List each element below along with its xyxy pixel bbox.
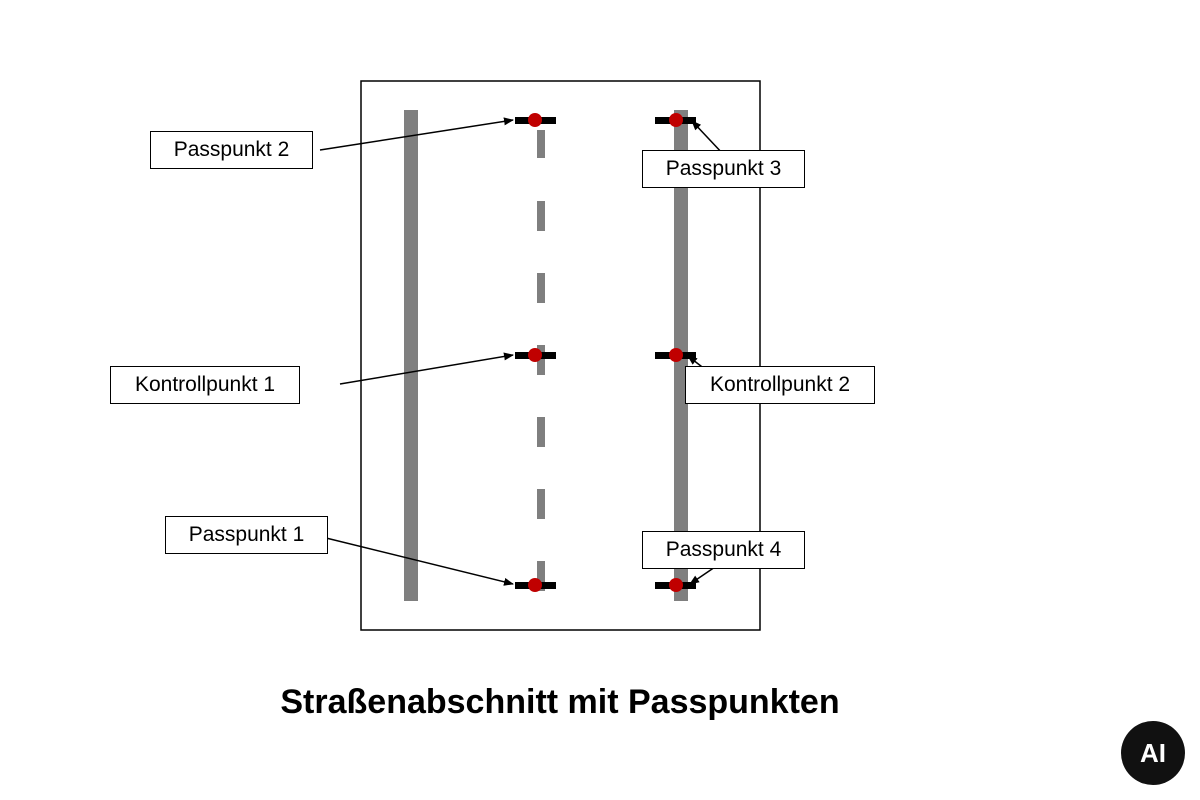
- left-edge-line: [404, 110, 418, 601]
- label-kontrollpunkt-2: Kontrollpunkt 2: [685, 366, 875, 404]
- point-passpunkt-4: [669, 578, 683, 592]
- point-kontrollpunkt-1: [528, 348, 542, 362]
- label-passpunkt-2: Passpunkt 2: [150, 131, 313, 169]
- diagram-title: Straßenabschnitt mit Passpunkten: [280, 683, 840, 721]
- label-passpunkt-1: Passpunkt 1: [165, 516, 328, 554]
- control-points: [528, 113, 683, 592]
- center-dashed-line: [537, 130, 545, 591]
- point-passpunkt-3: [669, 113, 683, 127]
- arrow-kontrollpunkt-1: [339, 352, 514, 385]
- point-kontrollpunkt-2: [669, 348, 683, 362]
- label-passpunkt-4: Passpunkt 4: [642, 531, 805, 569]
- ai-badge: AI: [1121, 721, 1185, 785]
- arrow-passpunkt-2: [319, 117, 514, 151]
- label-kontrollpunkt-1: Kontrollpunkt 1: [110, 366, 300, 404]
- point-passpunkt-2: [528, 113, 542, 127]
- point-passpunkt-1: [528, 578, 542, 592]
- label-passpunkt-3: Passpunkt 3: [642, 150, 805, 188]
- arrow-passpunkt-1: [321, 536, 514, 586]
